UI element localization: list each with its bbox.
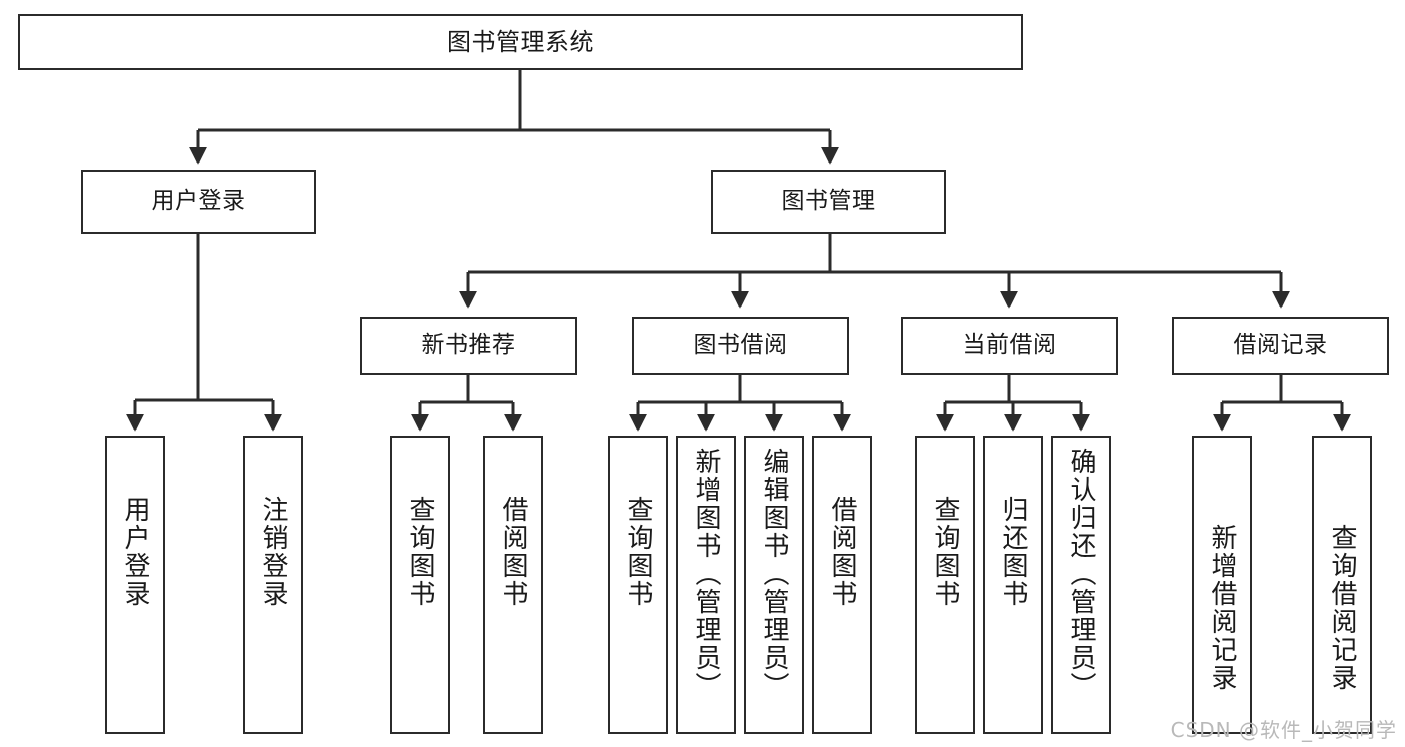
leaf-edit-book-admin[interactable]: 编辑图书（管理员） <box>744 436 804 734</box>
node-label: 查询图书 <box>623 496 653 608</box>
node-label: 借阅图书 <box>498 496 528 608</box>
leaf-confirm-return-admin[interactable]: 确认归还（管理员） <box>1051 436 1111 734</box>
node-label: 用户登录 <box>151 188 246 215</box>
leaf-query-book-current[interactable]: 查询图书 <box>915 436 975 734</box>
node-label: 确认归还（管理员） <box>1066 448 1096 700</box>
node-label: 归还图书 <box>998 496 1028 608</box>
leaf-borrow-book[interactable]: 借阅图书 <box>812 436 872 734</box>
leaf-query-book-recommend[interactable]: 查询图书 <box>390 436 450 734</box>
node-label: 图书管理 <box>781 188 876 215</box>
node-label: 图书管理系统 <box>447 27 594 56</box>
node-borrow-record[interactable]: 借阅记录 <box>1172 317 1389 375</box>
node-book-borrow[interactable]: 图书借阅 <box>632 317 849 375</box>
leaf-borrow-book-recommend[interactable]: 借阅图书 <box>483 436 543 734</box>
leaf-query-book-borrow[interactable]: 查询图书 <box>608 436 668 734</box>
leaf-logout-login[interactable]: 注销登录 <box>243 436 303 734</box>
node-label: 新增借阅记录 <box>1207 524 1237 692</box>
watermark-text: CSDN @软件_小贺同学 <box>1170 718 1397 742</box>
node-root-system[interactable]: 图书管理系统 <box>18 14 1023 70</box>
leaf-return-book[interactable]: 归还图书 <box>983 436 1043 734</box>
node-label: 图书借阅 <box>693 332 788 359</box>
node-label: 借阅记录 <box>1233 332 1328 359</box>
node-label: 借阅图书 <box>827 496 857 608</box>
node-label: 查询图书 <box>405 496 435 608</box>
leaf-add-book-admin[interactable]: 新增图书（管理员） <box>676 436 736 734</box>
node-label: 用户登录 <box>120 496 150 608</box>
node-user-login[interactable]: 用户登录 <box>81 170 316 234</box>
node-label: 新增图书（管理员） <box>691 448 721 700</box>
node-label: 注销登录 <box>258 496 288 608</box>
node-label: 查询借阅记录 <box>1327 524 1357 692</box>
leaf-query-borrow-record[interactable]: 查询借阅记录 <box>1312 436 1372 734</box>
leaf-add-borrow-record[interactable]: 新增借阅记录 <box>1192 436 1252 734</box>
node-label: 编辑图书（管理员） <box>759 448 789 700</box>
node-current-borrow[interactable]: 当前借阅 <box>901 317 1118 375</box>
node-book-manage[interactable]: 图书管理 <box>711 170 946 234</box>
leaf-user-login[interactable]: 用户登录 <box>105 436 165 734</box>
node-label: 新书推荐 <box>421 332 516 359</box>
node-new-book-recommend[interactable]: 新书推荐 <box>360 317 577 375</box>
node-label: 查询图书 <box>930 496 960 608</box>
node-label: 当前借阅 <box>962 332 1057 359</box>
